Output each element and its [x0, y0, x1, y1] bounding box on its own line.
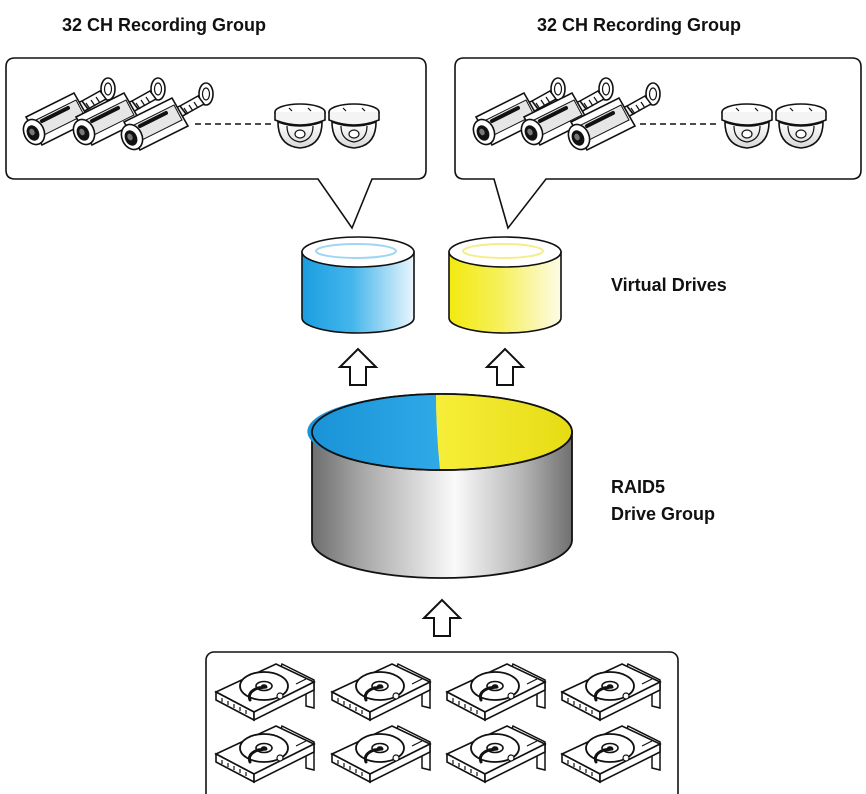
raid-drive-group-cylinder	[307, 393, 573, 579]
recording-group-title-left: 32 CH Recording Group	[62, 15, 267, 35]
up-arrow-icon	[486, 348, 524, 386]
raid-level-label: RAID5	[611, 477, 666, 497]
virtual-drives-label: Virtual Drives	[611, 275, 727, 295]
raid-top-blue-segment	[312, 394, 440, 469]
up-arrow-icon	[423, 599, 461, 637]
virtual-drive-blue	[301, 236, 415, 334]
up-arrow-icon	[339, 348, 377, 386]
drive-group-label: Drive Group	[611, 504, 716, 524]
recording-group-title-right: 32 CH Recording Group	[537, 15, 742, 35]
hard-drive-group-box	[205, 651, 679, 794]
virtual-drive-yellow	[448, 236, 562, 334]
raid-top-yellow-segment	[436, 393, 572, 470]
